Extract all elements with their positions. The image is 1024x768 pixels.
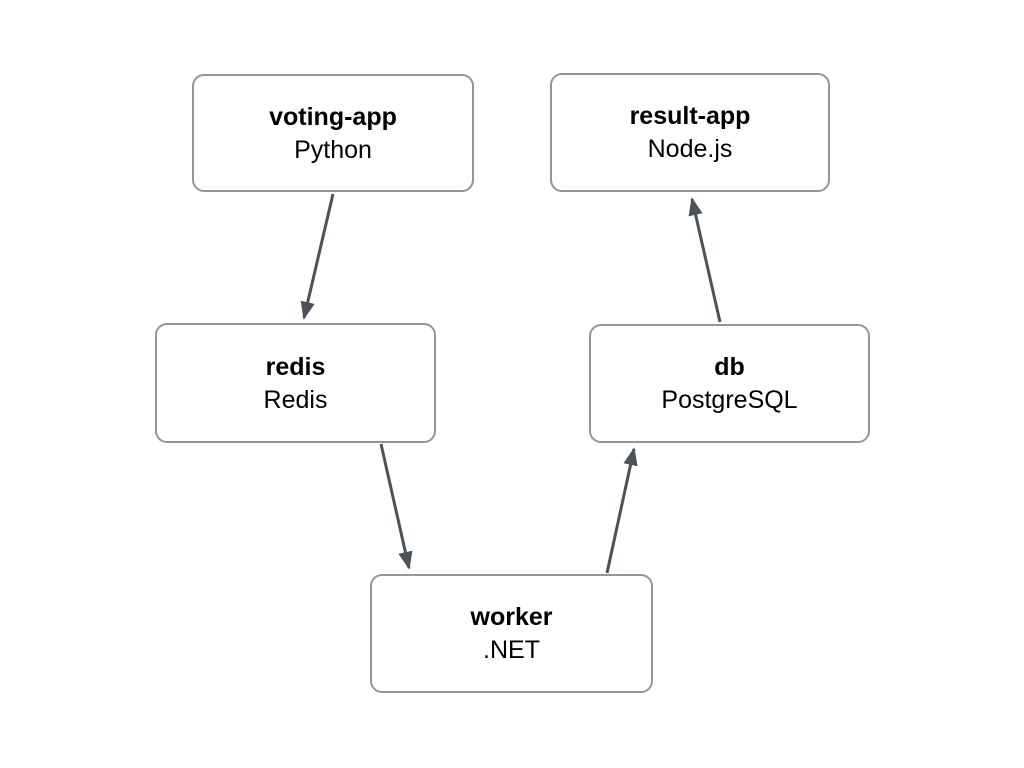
node-title: redis: [265, 352, 326, 381]
edge-worker-to-db: [605, 447, 638, 574]
edge-db-to-result-app: [688, 197, 722, 323]
node-subtitle: Node.js: [647, 135, 733, 163]
node-title: voting-app: [269, 102, 397, 131]
node-subtitle: Python: [294, 135, 372, 164]
node-voting-app[interactable]: voting-app Python: [192, 74, 474, 192]
node-redis[interactable]: redis Redis: [155, 323, 436, 443]
node-title: db: [714, 353, 745, 381]
edge-voting-app-to-redis: [300, 193, 335, 320]
node-db[interactable]: db PostgreSQL: [589, 324, 870, 443]
edge-redis-to-worker: [379, 443, 413, 570]
node-subtitle: PostgreSQL: [661, 386, 798, 414]
node-worker[interactable]: worker .NET: [370, 574, 653, 693]
node-subtitle: .NET: [483, 636, 540, 664]
node-title: result-app: [629, 102, 751, 130]
node-result-app[interactable]: result-app Node.js: [550, 73, 830, 192]
node-subtitle: Redis: [263, 385, 328, 414]
node-title: worker: [470, 603, 553, 631]
